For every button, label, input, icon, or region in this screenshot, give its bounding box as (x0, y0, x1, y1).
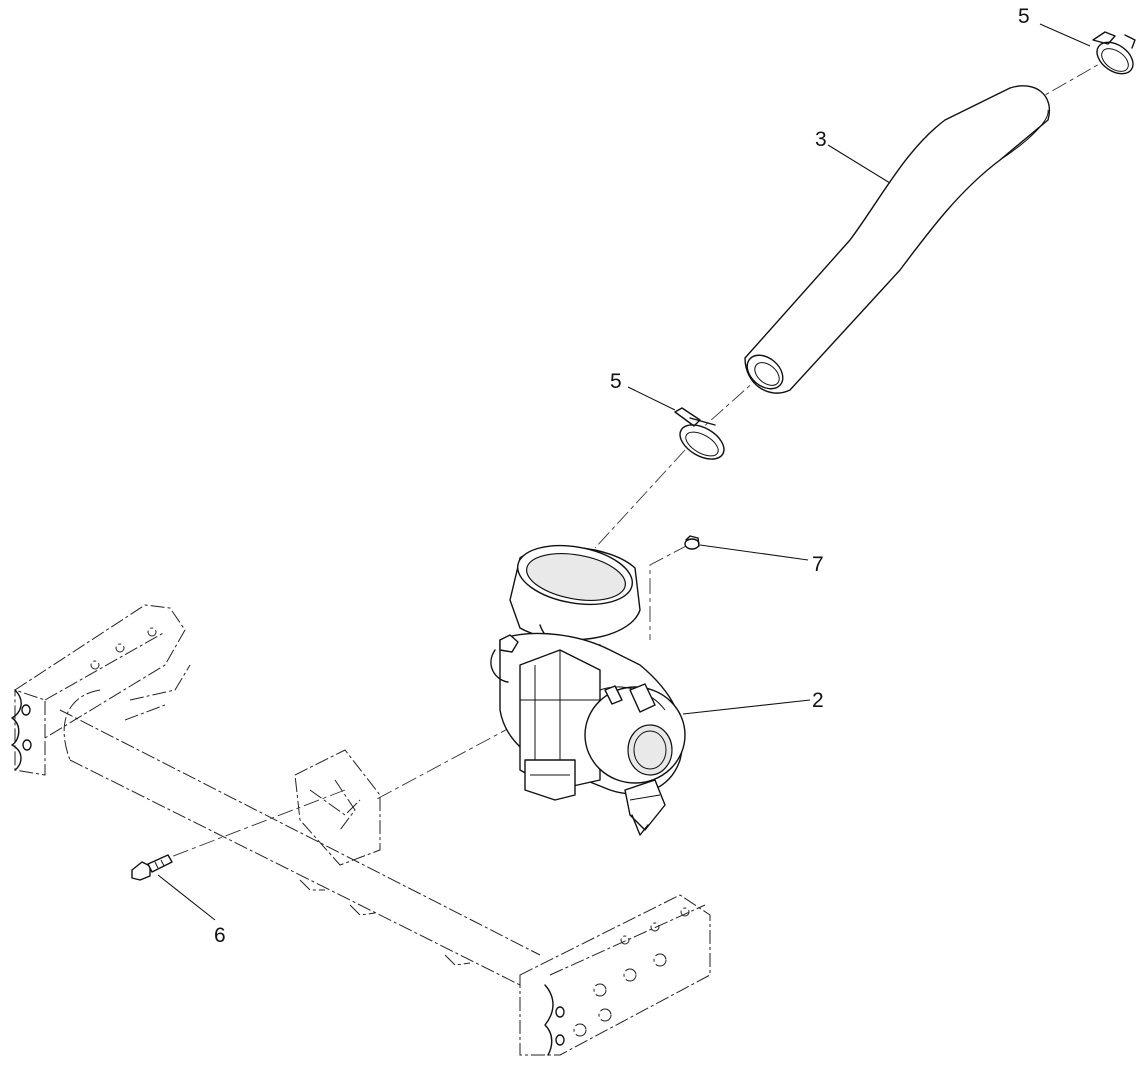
hose-clamp-middle (674, 407, 725, 460)
air-cleaner-hose (744, 85, 1051, 394)
callout-clamp-middle: 5 (610, 370, 622, 393)
callout-nut: 7 (812, 553, 824, 576)
callout-air-cleaner: 2 (812, 689, 824, 712)
flange-nut (684, 535, 700, 550)
callout-bolt: 6 (214, 924, 226, 947)
callout-labels: 5 3 5 7 2 6 (214, 5, 1030, 947)
leader-lines (157, 23, 1091, 921)
callout-hose: 3 (815, 128, 827, 151)
hose-clamp-top (1092, 31, 1136, 75)
callout-clamp-top: 5 (1018, 5, 1030, 28)
frame-tube-phantom (11, 604, 711, 1056)
air-cleaner-assembly (490, 544, 686, 836)
flange-bolt (131, 854, 173, 881)
